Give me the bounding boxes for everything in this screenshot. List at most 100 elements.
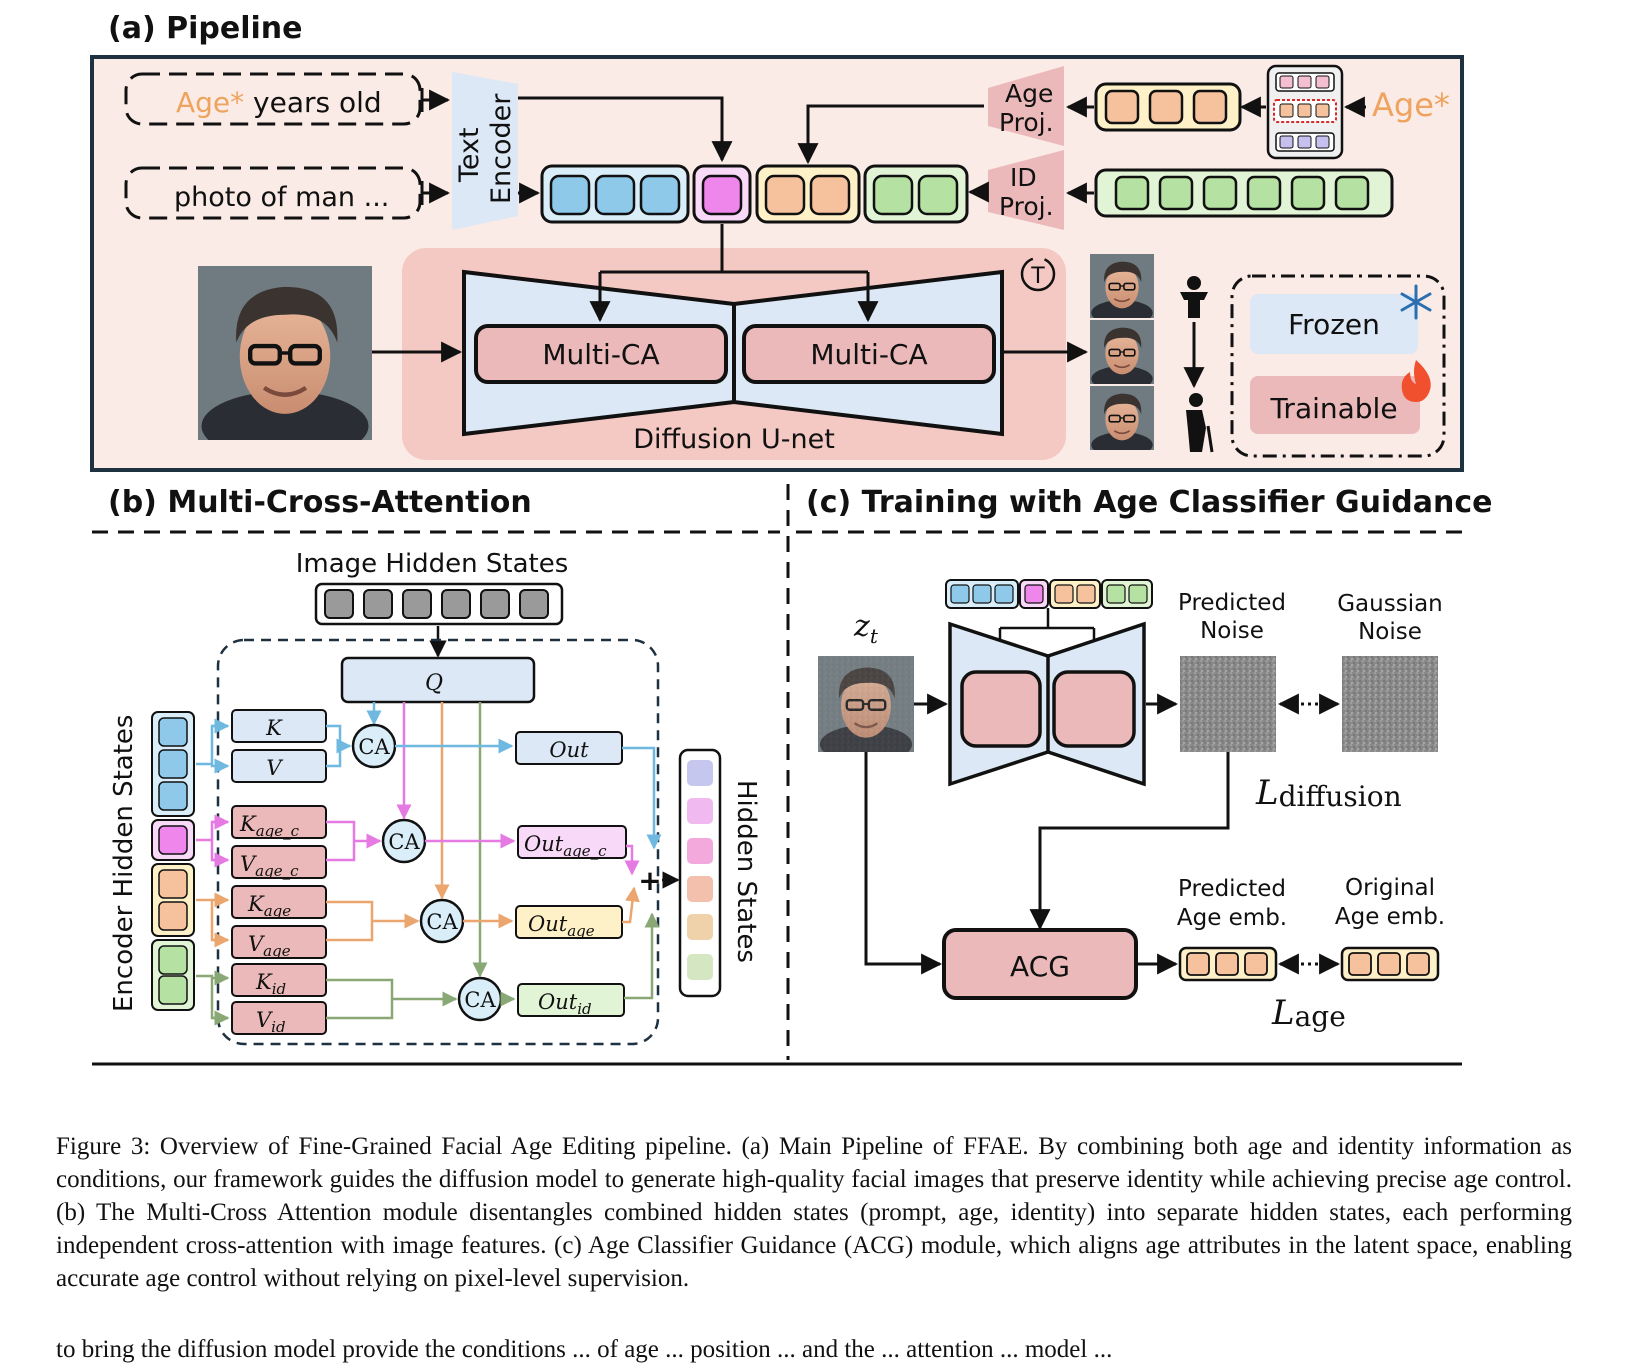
- age-proj: Age Proj.: [988, 66, 1064, 146]
- id-embedding: [1094, 168, 1394, 218]
- out-prompt: Out: [515, 731, 623, 765]
- svg-text:Kage: Kage: [247, 892, 291, 920]
- svg-text:Age* years old: Age* years old: [176, 86, 382, 119]
- svg-text:CA: CA: [426, 910, 458, 934]
- svg-text:Text: Text: [454, 127, 485, 183]
- fire-icon: [1401, 360, 1431, 402]
- predicted-age-embedding: [1178, 946, 1278, 982]
- original-age-emb-line1: Original: [1345, 875, 1435, 901]
- v-age-box: Vage: [231, 925, 327, 960]
- snowflake-icon: [1400, 284, 1432, 320]
- gaussian-noise-label-line1: Gaussian: [1337, 591, 1443, 617]
- predicted-age-emb-line2: Age emb.: [1177, 905, 1287, 931]
- svg-text:Multi-CA: Multi-CA: [810, 338, 927, 371]
- original-age-emb-line2: Age emb.: [1335, 904, 1445, 930]
- svg-text:T: T: [1030, 264, 1045, 289]
- id-tokens: [863, 164, 969, 224]
- pipeline-title: (a) Pipeline: [108, 11, 302, 46]
- k-prompt-box: K: [231, 709, 327, 743]
- svg-text:CA: CA: [388, 830, 420, 854]
- svg-text:Q: Q: [425, 671, 443, 696]
- body-text-cut: to bring the diffusion model provide the…: [56, 1336, 1113, 1363]
- noisy-latent-image: [818, 656, 914, 752]
- hidden-states-output: [678, 748, 722, 998]
- input-face-image: [198, 266, 372, 461]
- figure-caption: Figure 3: Overview of Fine-Grained Facia…: [56, 1133, 1572, 1292]
- gaussian-noise-label-line2: Noise: [1358, 619, 1422, 645]
- svg-text:Encoder: Encoder: [486, 93, 517, 204]
- child-icon: [1180, 276, 1208, 318]
- encoder-hidden-states-label: Encoder Hidden States: [109, 715, 139, 1012]
- prompt-age: Age* years old: [124, 72, 422, 126]
- unet-label: Diffusion U-net: [633, 424, 835, 455]
- svg-text:Kid: Kid: [255, 970, 286, 998]
- sum-operator: +: [638, 864, 661, 897]
- loss-age: Lage: [1271, 993, 1346, 1033]
- svg-text:Outid: Outid: [538, 990, 592, 1018]
- encoder-hidden-states: [151, 711, 195, 1011]
- timestep-icon: T: [1020, 256, 1056, 292]
- svg-text:K: K: [265, 716, 283, 740]
- age-embedding: [1094, 82, 1242, 132]
- age-tokens: [755, 164, 861, 224]
- svg-text:Proj.: Proj.: [999, 192, 1054, 221]
- hidden-states-label: Hidden States: [731, 780, 761, 963]
- prompt-tokens: [540, 164, 690, 224]
- text-encoder: Text Encoder: [452, 72, 518, 230]
- zt-label: zt: [853, 609, 879, 648]
- multi-ca-left: Multi-CA: [474, 324, 728, 384]
- age-codebook: [1266, 64, 1344, 160]
- predicted-age-emb-line1: Predicted: [1178, 876, 1286, 902]
- legend-trainable-swatch: [1250, 376, 1420, 434]
- k-age-box: Kage: [231, 885, 327, 920]
- training-title: (c) Training with Age Classifier Guidanc…: [806, 485, 1493, 520]
- legend: Frozen Trainable: [1230, 274, 1446, 458]
- v-prompt-box: V: [231, 749, 327, 783]
- svg-text:Vage: Vage: [248, 932, 291, 960]
- image-hidden-states-label: Image Hidden States: [296, 549, 569, 579]
- v-id-box: Vid: [231, 1001, 327, 1036]
- output-face-young: [1090, 254, 1154, 326]
- svg-text:CA: CA: [358, 735, 390, 759]
- v-agec-box: Vage_c: [231, 845, 327, 880]
- mini-condition-tokens: [945, 579, 1153, 609]
- svg-text:Outage: Outage: [528, 912, 595, 940]
- prompt-photo-text: photo of man ...: [174, 182, 389, 213]
- svg-text:Vage_c: Vage_c: [240, 852, 299, 880]
- svg-text:Proj.: Proj.: [999, 108, 1054, 137]
- output-face-middle: [1090, 320, 1154, 392]
- legend-trainable-label: Trainable: [1269, 392, 1397, 425]
- svg-text:CA: CA: [464, 988, 496, 1012]
- out-id: Outid: [517, 983, 625, 1018]
- elder-icon: [1186, 393, 1214, 453]
- svg-text:Outage_c: Outage_c: [524, 832, 607, 860]
- years-old-text: years old: [244, 86, 382, 119]
- out-agec: Outage_c: [517, 825, 627, 860]
- prompt-photo: photo of man ...: [124, 166, 422, 220]
- svg-text:Out: Out: [549, 738, 589, 762]
- output-face-old: [1090, 386, 1154, 458]
- svg-text:ACG: ACG: [1010, 950, 1070, 983]
- predicted-noise-image: [1180, 656, 1276, 752]
- age-star-label: Age*: [1372, 86, 1450, 124]
- ca-id: CA: [457, 976, 503, 1022]
- multi-ca-right: Multi-CA: [742, 324, 996, 384]
- out-age: Outage: [515, 905, 623, 940]
- id-proj: ID Proj.: [988, 150, 1064, 230]
- age-token-text: Age*: [176, 86, 244, 119]
- svg-text:Vid: Vid: [256, 1008, 286, 1036]
- mini-unet: [948, 621, 1146, 787]
- mca-title: (b) Multi-Cross-Attention: [108, 485, 532, 520]
- image-hidden-states: [314, 582, 564, 626]
- ca-prompt: CA: [351, 723, 397, 769]
- loss-diffusion: Ldiffusion: [1255, 773, 1402, 813]
- agec-token: [692, 164, 752, 224]
- legend-frozen-label: Frozen: [1288, 308, 1380, 341]
- predicted-noise-label-line2: Noise: [1200, 618, 1264, 644]
- ca-age: CA: [419, 898, 465, 944]
- k-id-box: Kid: [231, 963, 327, 998]
- predicted-noise-label-line1: Predicted: [1178, 590, 1286, 616]
- svg-text:Multi-CA: Multi-CA: [542, 338, 659, 371]
- q-box: Q: [340, 656, 536, 704]
- legend-frozen-swatch: [1250, 294, 1418, 354]
